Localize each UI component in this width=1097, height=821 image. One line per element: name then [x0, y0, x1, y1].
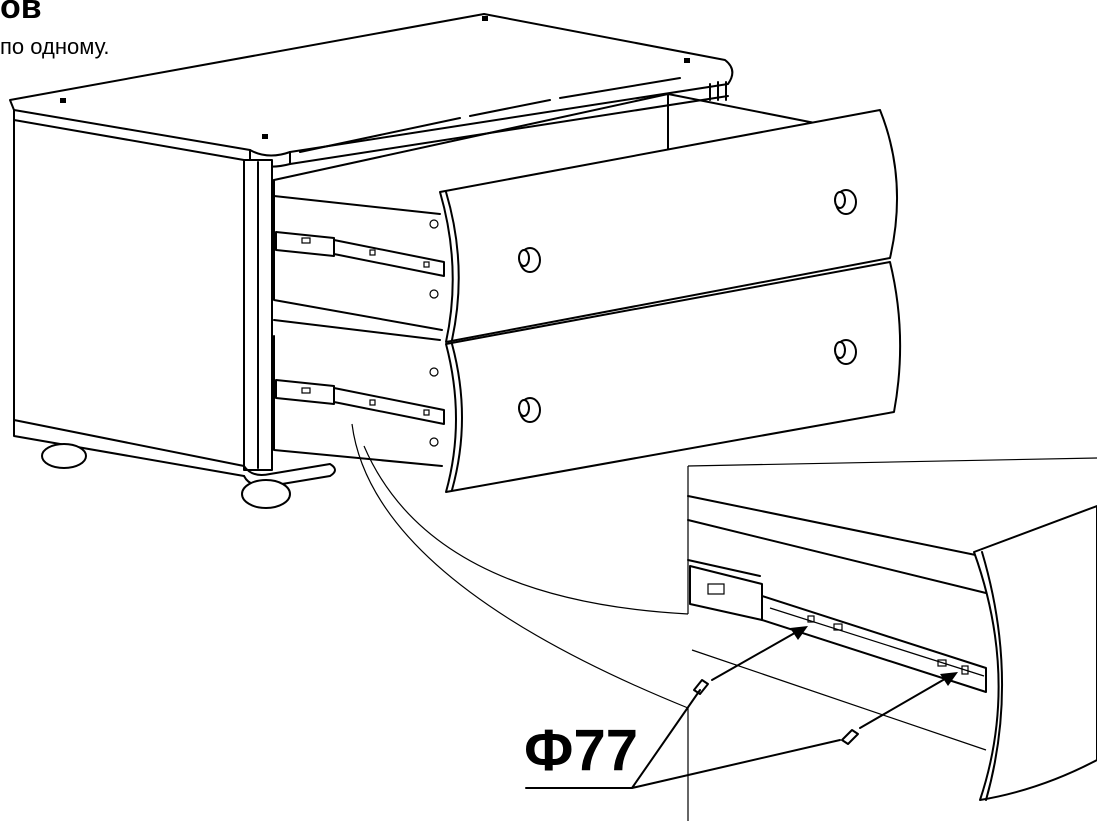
screw-code-label: Ф77	[524, 718, 639, 783]
cabinet	[9, 13, 734, 509]
heading-fragment: ов	[0, 0, 42, 26]
detail-view	[687, 457, 1097, 821]
drawer-front-upper	[439, 109, 899, 343]
cabinet-top	[9, 13, 734, 157]
drawer-upper	[273, 93, 899, 343]
drawer-lower	[273, 261, 902, 493]
callout-leader	[525, 689, 841, 789]
slide-rail-upper	[275, 231, 335, 257]
foot-front	[241, 479, 291, 509]
callout-curve-outer	[351, 423, 689, 709]
detail-drawer-front	[973, 505, 1097, 801]
slide-rail-lower	[275, 379, 335, 405]
screw-lower	[841, 729, 859, 745]
drawer-front-lower	[445, 261, 902, 493]
screw-upper	[693, 679, 709, 695]
callout-curve-inner	[363, 445, 689, 615]
foot-left	[41, 443, 87, 469]
cabinet-side-left	[13, 119, 245, 467]
detail-slide-rail	[761, 595, 987, 693]
instruction-text: по одному.	[0, 34, 110, 59]
